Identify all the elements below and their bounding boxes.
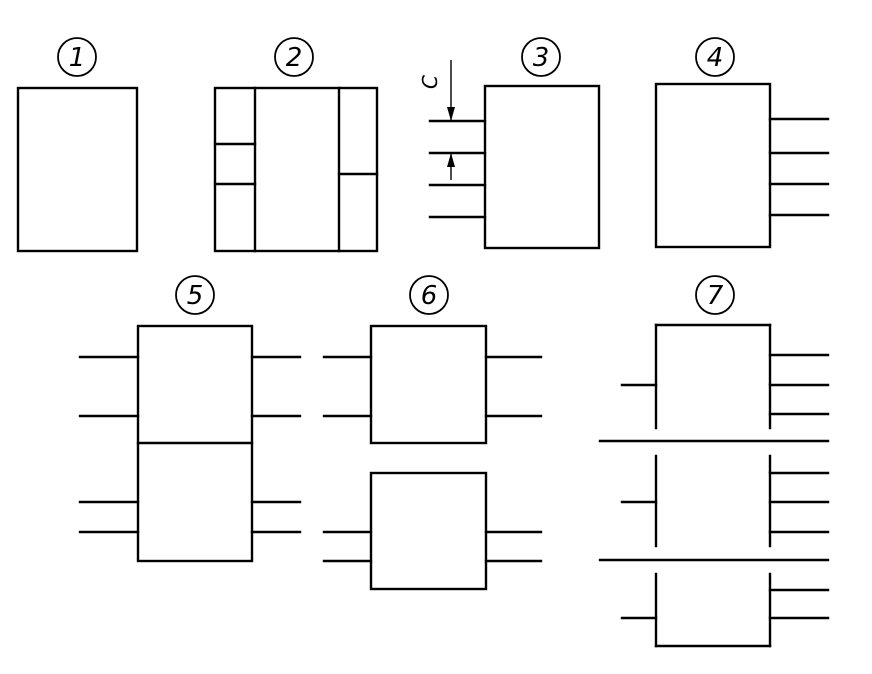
figure-4-number: 4: [707, 43, 724, 73]
figure-6-number: 6: [421, 281, 438, 311]
figure-1-number-circle: [57, 37, 97, 77]
figure-1-block: [16, 86, 139, 253]
dimension-arrow-down-icon: [447, 107, 455, 121]
figure-4-number-circle: [695, 37, 735, 77]
figure-3-block: [483, 84, 601, 250]
figure-5: 5: [78, 275, 302, 563]
figure-3-number-circle: [521, 37, 561, 77]
figure-2-outer-block: [213, 86, 379, 253]
figure-6-upper-block: [369, 324, 488, 445]
figure-6-number-circle: [409, 275, 449, 315]
figure-3: 3 C: [418, 37, 601, 250]
figure-7: 7: [598, 275, 830, 648]
figure-2-number-circle: [274, 37, 314, 77]
figure-1: 1: [16, 37, 139, 253]
figure-3-number: 3: [533, 43, 550, 73]
figure-6: 6: [322, 275, 543, 591]
figure-6-lower-block: [369, 471, 488, 591]
figure-2-number: 2: [286, 43, 303, 73]
figure-4: 4: [654, 37, 830, 249]
figure-7-number: 7: [707, 281, 724, 311]
figure-1-number: 1: [69, 43, 86, 73]
figure-2: 2: [213, 37, 379, 253]
dimension-arrow-up-icon: [447, 153, 455, 167]
figure-5-number: 5: [187, 281, 204, 311]
figure-7-number-circle: [695, 275, 735, 315]
figure-4-block: [654, 82, 772, 249]
dimension-label: C: [418, 75, 442, 89]
figure-5-number-circle: [175, 275, 215, 315]
